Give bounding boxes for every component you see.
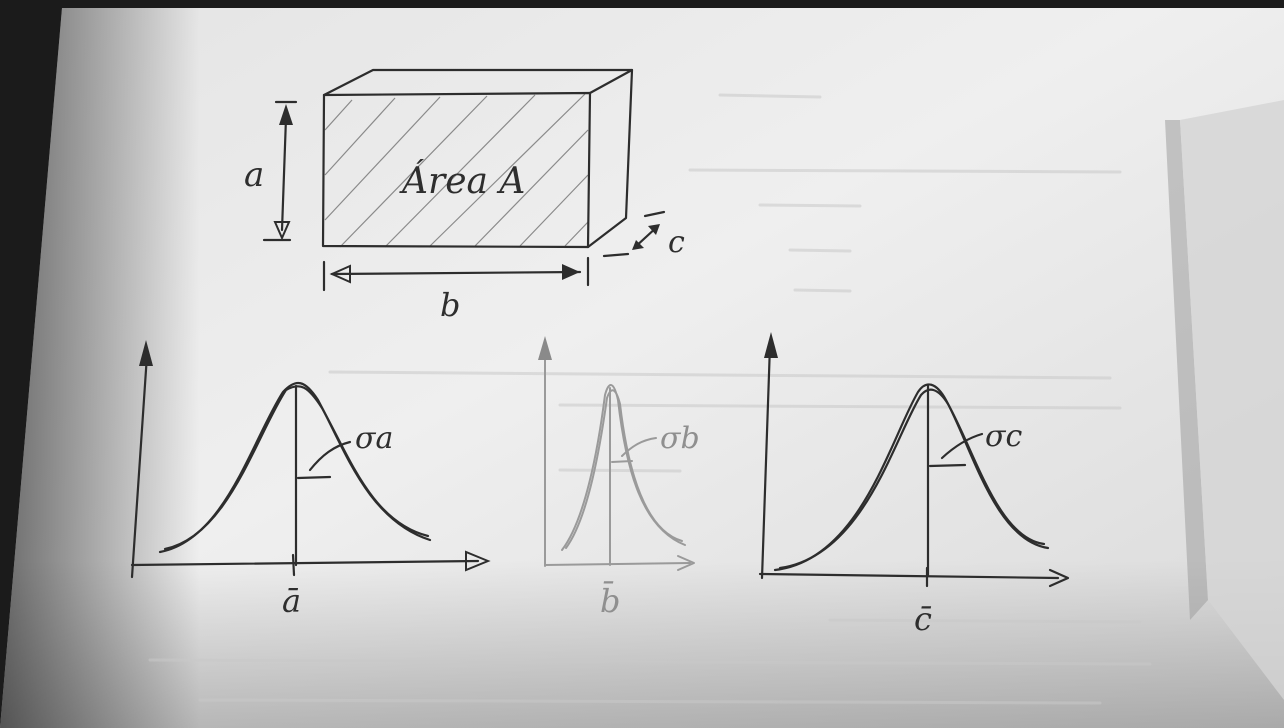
x-axis (544, 562, 691, 566)
height-dimension (262, 100, 298, 242)
y-axis-arrow (139, 340, 153, 366)
x-axis-arrow (677, 555, 695, 571)
sigma-bar (928, 463, 967, 468)
sigma-label-a: σa (355, 421, 393, 456)
y-axis (760, 343, 772, 580)
sigma-pointer (621, 437, 657, 457)
x-axis (130, 559, 480, 567)
sigma-pointer (940, 432, 984, 460)
distribution-plot-a: σa ā (130, 340, 491, 620)
sigma-bar (296, 475, 332, 480)
mean-label-a: ā (282, 582, 301, 620)
y-axis (130, 353, 149, 579)
mean-label-b: b̄ (600, 581, 620, 620)
depth-label: c (668, 225, 685, 260)
box-diagram: Área A a b c (244, 68, 685, 324)
sigma-pointer (308, 440, 352, 472)
height-label: a (244, 155, 264, 195)
distribution-plot-b: σb b̄ (538, 336, 700, 620)
bell-curve-retrace (565, 389, 683, 549)
sigma-label-c: σc (985, 419, 1022, 454)
width-dimension (322, 256, 590, 292)
mean-tick (291, 553, 296, 577)
y-axis-arrow (764, 332, 778, 358)
sigma-label-b: σb (660, 421, 700, 456)
x-axis (758, 572, 1060, 580)
y-axis-arrow (538, 336, 552, 360)
sigma-bar (611, 460, 633, 463)
mean-label-c: c̄ (914, 600, 932, 638)
distribution-plot-c: σc c̄ (758, 332, 1070, 638)
x-axis-arrow (465, 550, 491, 572)
bleed-through-text (148, 93, 1152, 705)
x-axis-arrow (1048, 568, 1070, 588)
box-side-face (586, 68, 634, 249)
width-label: b (440, 286, 460, 324)
box-top-face (322, 68, 634, 97)
area-label: Área A (399, 160, 525, 202)
front-face-hatching (324, 93, 589, 248)
depth-dimension (602, 210, 666, 258)
paper-sheet (0, 8, 1284, 728)
bell-curve-retrace (163, 385, 430, 551)
